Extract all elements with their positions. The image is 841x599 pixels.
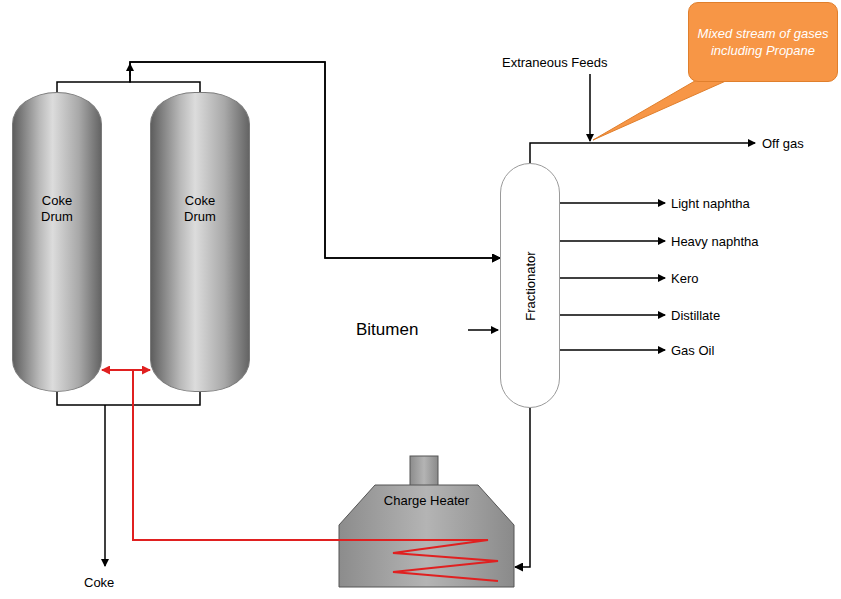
product-label: Kero [671, 271, 698, 287]
product-line [560, 202, 665, 204]
product-label: Off gas [762, 136, 804, 152]
product-label: Gas Oil [671, 343, 714, 359]
coke-outlet-line [57, 392, 200, 405]
product-label: Coke [84, 575, 114, 591]
feed-line [468, 329, 498, 331]
coke-drum-text: Coke Drum [177, 193, 223, 225]
charge-heater: Charge Heater [338, 455, 515, 588]
coke-outlet-line [104, 405, 106, 566]
product-line [560, 240, 665, 242]
off-gas-line [530, 143, 755, 163]
heated-feed-line [102, 370, 338, 540]
extraneous-feed-line [589, 74, 591, 141]
product-line [560, 314, 665, 316]
coke-drum: Coke Drum [150, 92, 250, 392]
charge-heater-text: Charge Heater [338, 493, 515, 508]
callout-box-text: Mixed stream of gases including Propane [697, 25, 829, 59]
product-label: Distillate [671, 308, 720, 324]
heater-outline [338, 455, 515, 588]
product-line [560, 349, 665, 351]
process-connector [57, 62, 500, 258]
product-label: Heavy naphtha [671, 234, 758, 250]
product-line [560, 277, 665, 279]
product-label: Light naphtha [671, 196, 750, 212]
fractionator-column: Fractionator [500, 163, 560, 408]
process-connector [515, 408, 530, 567]
coke-drum-text: Coke Drum [34, 193, 80, 225]
feed-label: Bitumen [356, 320, 418, 340]
fractionator-column-text: Fractionator [523, 251, 538, 320]
heated-feed-line [133, 370, 338, 540]
callout-pointer [593, 78, 728, 140]
feed-label: Extraneous Feeds [502, 55, 608, 71]
callout-box: Mixed stream of gases including Propane [688, 2, 838, 82]
coke-drum: Coke Drum [12, 92, 102, 392]
